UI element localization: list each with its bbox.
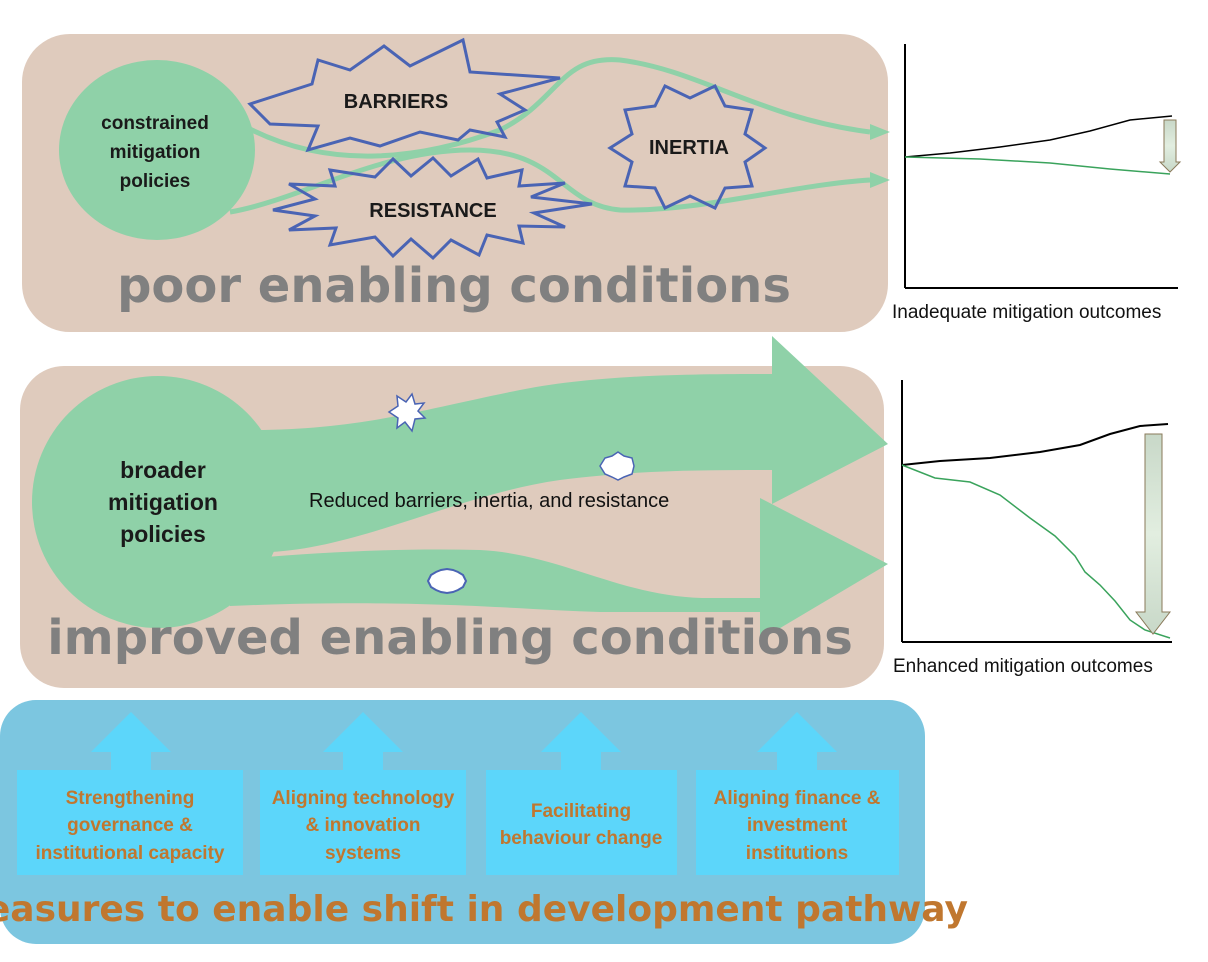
bottom-panel: Strengthening governance & institutional…	[0, 700, 968, 944]
measure-4-line-2: investment	[747, 815, 848, 836]
middle-chart-gap-arrow	[1134, 433, 1172, 635]
resistance-label: RESISTANCE	[369, 200, 496, 222]
measure-1-up-arrow	[91, 712, 171, 770]
measures-title: Measures to enable shift in development …	[0, 889, 968, 930]
measure-1-line-1: Strengthening	[66, 788, 195, 809]
poor-conditions-title: poor enabling conditions	[117, 258, 791, 314]
measure-3-box	[486, 770, 677, 875]
measure-2-line-1: Aligning technology	[272, 788, 455, 809]
constrained-policies-circle	[59, 60, 255, 240]
top-chart-mitigation-line	[904, 156, 1171, 175]
lower-flow-line	[229, 147, 871, 215]
measure-4-up-arrow	[757, 712, 837, 770]
measure-1-box	[17, 770, 243, 875]
upper-flow-line	[246, 57, 871, 159]
small-inertia-burst	[599, 451, 635, 481]
broader-policy-line-2: mitigation	[108, 489, 218, 515]
broader-policy-line-1: broader	[120, 457, 206, 483]
lower-flow-arrowhead	[870, 172, 890, 188]
middle-panel: broader mitigation policies Reduced barr…	[20, 336, 888, 688]
constrained-policy-line-3: policies	[120, 171, 191, 192]
improved-conditions-title: improved enabling conditions	[47, 610, 853, 666]
upper-thick-arrow	[250, 336, 888, 552]
top-panel: constrained mitigation policies BARRIERS…	[22, 34, 890, 332]
measure-4-line-1: Aligning finance &	[714, 788, 881, 809]
middle-outcome-chart: Enhanced mitigation outcomes	[893, 380, 1172, 677]
barriers-label: BARRIERS	[344, 91, 448, 113]
reduced-barriers-text: Reduced barriers, inertia, and resistanc…	[309, 490, 669, 512]
small-barrier-burst	[387, 392, 427, 433]
lower-thick-arrow	[230, 498, 888, 640]
barriers-burst	[247, 37, 561, 153]
measure-1-line-3: institutional capacity	[36, 843, 225, 864]
top-chart-gap-arrow	[1158, 119, 1182, 173]
constrained-policy-line-2: mitigation	[110, 142, 201, 163]
broader-policies-circle	[32, 376, 284, 628]
constrained-policy-line-1: constrained	[101, 113, 209, 134]
top-chart-caption: Inadequate mitigation outcomes	[892, 302, 1161, 323]
measure-2-line-2: & innovation	[305, 815, 420, 836]
inertia-label: INERTIA	[649, 137, 729, 159]
measure-3-line-2: behaviour change	[500, 828, 663, 849]
resistance-burst	[272, 155, 593, 261]
middle-chart-baseline-line	[901, 423, 1169, 466]
measure-4-box	[696, 770, 899, 875]
middle-chart-caption: Enhanced mitigation outcomes	[893, 656, 1153, 677]
upper-flow-arrowhead	[870, 124, 890, 140]
top-chart-baseline-line	[904, 115, 1173, 158]
inertia-burst	[607, 84, 768, 210]
measure-3-line-1: Facilitating	[531, 801, 631, 822]
measure-2-line-3: systems	[325, 843, 401, 864]
measure-3-up-arrow	[541, 712, 621, 770]
measure-2-box	[260, 770, 466, 875]
small-resistance-burst	[426, 567, 468, 595]
measure-1-line-2: governance &	[67, 815, 193, 836]
broader-policy-line-3: policies	[120, 521, 206, 547]
top-outcome-chart: Inadequate mitigation outcomes	[892, 44, 1182, 323]
measure-2-up-arrow	[323, 712, 403, 770]
middle-chart-mitigation-line	[901, 464, 1171, 639]
measure-4-line-3: institutions	[746, 843, 848, 864]
